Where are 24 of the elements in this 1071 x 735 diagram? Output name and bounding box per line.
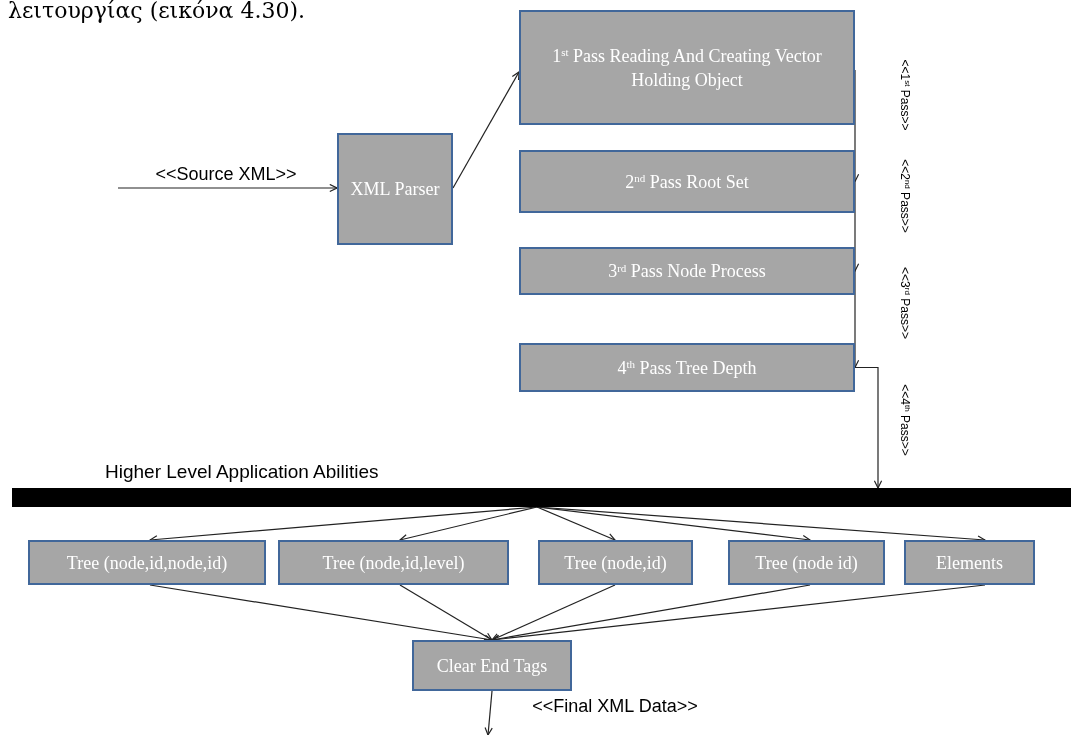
process-box: Elements (904, 540, 1035, 585)
process-box: 4$^{th}$ Pass Tree Depth (519, 343, 855, 392)
arrow (399, 506, 538, 543)
process-box: 2$^{nd}$ Pass Root Set (519, 150, 855, 213)
process-box: 3$^{rd}$ Pass Node Process (519, 247, 855, 295)
arrow (491, 584, 616, 641)
arrow (854, 366, 883, 489)
process-box: Clear End Tags (412, 640, 572, 691)
bar-heading: Higher Level Application Abilities (105, 460, 379, 484)
process-box: 1$^{st}$ Pass Reading And Creating Vector Holding Object (519, 10, 855, 125)
arrow (452, 71, 520, 189)
paragraph-text: λειτουργίας (εικόνα 4.30). (8, 0, 306, 24)
process-box: Tree (node,id,level) (278, 540, 509, 585)
edge-label: <<Source XML>> (155, 165, 297, 183)
process-box: Tree (node,id) (538, 540, 693, 585)
process-box: XML Parser (337, 133, 453, 245)
arrow (536, 506, 616, 542)
arrow (117, 183, 338, 193)
process-box: Tree (node id) (728, 540, 885, 585)
arrow (484, 690, 493, 735)
process-box: Tree (node,id,node,id) (28, 540, 266, 585)
application-bar (12, 488, 1071, 507)
edge-label: <<Final XML Data>> (532, 697, 698, 715)
arrow (399, 584, 493, 641)
